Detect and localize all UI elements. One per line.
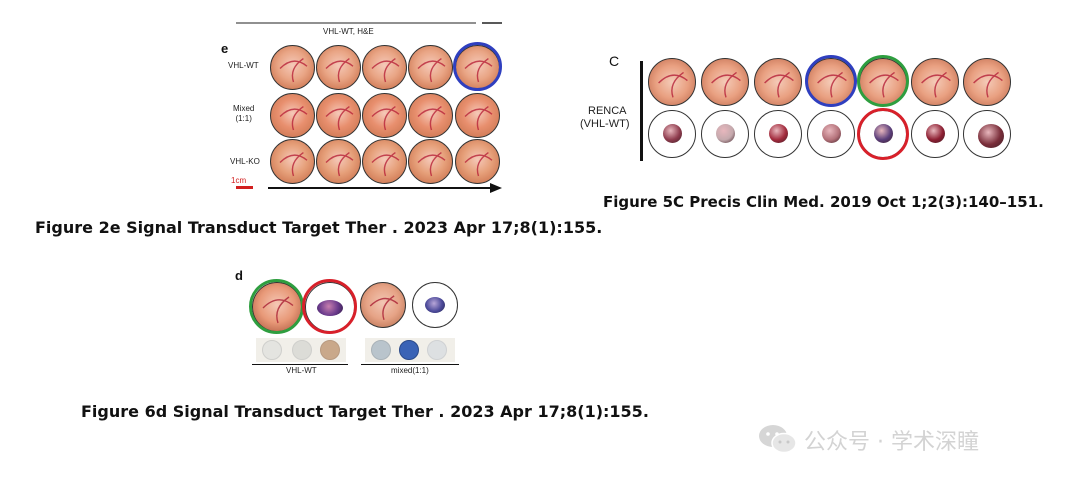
tumor-dish-c-3	[754, 110, 802, 158]
egg-dish-r3-c3	[362, 139, 407, 184]
egg-dish-r1-c5	[455, 45, 500, 90]
tumor-sample-c-1	[663, 124, 682, 143]
caption-figure-5c: Figure 5C Precis Clin Med. 2019 Oct 1;2(…	[603, 193, 1044, 211]
tumor-dish-c-1	[648, 110, 696, 158]
panel-d-underline-left	[252, 364, 348, 365]
cup-light-blue	[371, 340, 391, 360]
egg-dish-r2-c1	[270, 93, 315, 138]
egg-dish-r3-c4	[408, 139, 453, 184]
cup-clear-2	[292, 340, 312, 360]
panel-e-letter: e	[221, 41, 229, 56]
egg-dish-c-top-1	[648, 58, 696, 106]
panel-d-label-mixed: mixed(1:1)	[391, 366, 429, 375]
egg-dish-r1-c3	[362, 45, 407, 90]
tumor-dish-c-4	[807, 110, 855, 158]
panel-e-top-label: VHL-WT, H&E	[323, 27, 374, 36]
egg-dish-r1-c1	[270, 45, 315, 90]
panel-c-row-label-2: (VHL-WT)	[580, 118, 630, 130]
tumor-dish-c-6	[911, 110, 959, 158]
tumor-sample-d-1	[317, 300, 343, 316]
panel-d-underline-right	[361, 364, 459, 365]
tumor-sample-c-7	[978, 124, 1004, 148]
tumor-sample-c-2	[716, 124, 735, 143]
wechat-icon	[759, 425, 797, 454]
egg-dish-c-top-4	[807, 58, 855, 106]
egg-dish-r2-c3	[362, 93, 407, 138]
panel-c-letter: C	[609, 53, 620, 69]
egg-dish-r3-c2	[316, 139, 361, 184]
tumor-dish-d-2	[412, 282, 458, 328]
egg-dish-r2-c5	[455, 93, 500, 138]
egg-dish-c-top-5	[859, 58, 907, 106]
caption-figure-2e: Figure 2e Signal Transduct Target Ther .…	[35, 218, 603, 237]
caption-figure-6d: Figure 6d Signal Transduct Target Ther .…	[81, 402, 649, 421]
tumor-sample-c-5	[874, 124, 893, 143]
row-label-vhl-ko: VHL-KO	[230, 157, 260, 166]
panel-d-letter: d	[235, 268, 243, 283]
cup-tan	[320, 340, 340, 360]
egg-dish-r1-c4	[408, 45, 453, 90]
egg-dish-r3-c1	[270, 139, 315, 184]
cup-blue	[399, 340, 419, 360]
egg-dish-r2-c2	[316, 93, 361, 138]
panel-c-row-label-1: RENCA	[588, 105, 627, 117]
tumor-sample-d-2	[425, 297, 445, 313]
panel-c-vertical-bar	[640, 61, 643, 161]
panel-e-arrow	[268, 183, 502, 193]
tumor-dish-c-5	[859, 110, 907, 158]
row-label-mixed-text: Mixed (1:1)	[233, 104, 255, 123]
tumor-sample-c-3	[769, 124, 788, 143]
egg-dish-c-top-2	[701, 58, 749, 106]
tumor-dish-d-1	[305, 282, 355, 332]
scale-bar-label: 1cm	[231, 176, 247, 185]
scale-bar	[236, 186, 253, 189]
tumor-sample-c-4	[822, 124, 841, 143]
cup-clear-1	[262, 340, 282, 360]
row-label-vhl-wt: VHL-WT	[228, 61, 259, 70]
tumor-sample-c-6	[926, 124, 945, 143]
panel-e-top-rule	[236, 22, 502, 24]
tumor-dish-c-2	[701, 110, 749, 158]
egg-dish-r1-c2	[316, 45, 361, 90]
egg-dish-d-2	[360, 282, 406, 328]
egg-dish-r3-c5	[455, 139, 500, 184]
tumor-dish-c-7	[963, 110, 1011, 158]
egg-dish-c-top-6	[911, 58, 959, 106]
egg-dish-d-1	[252, 282, 302, 332]
panel-d-label-vhl-wt: VHL-WT	[286, 366, 317, 375]
cup-clear-3	[427, 340, 447, 360]
egg-dish-c-top-3	[754, 58, 802, 106]
egg-dish-c-top-7	[963, 58, 1011, 106]
row-label-mixed: Mixed (1:1)	[233, 104, 254, 124]
watermark-text: 公众号 · 学术深瞳	[804, 430, 979, 455]
egg-dish-r2-c4	[408, 93, 453, 138]
